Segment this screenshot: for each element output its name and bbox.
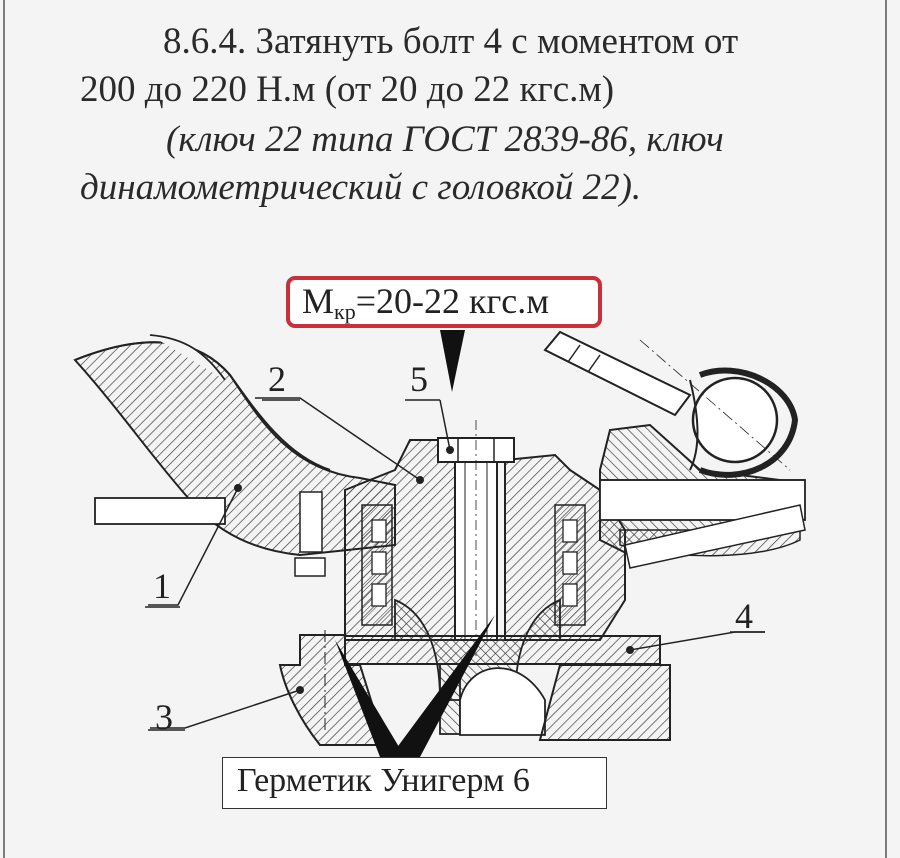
torque-symbol: М [302,281,335,321]
bolt-leader [439,399,451,451]
callout-1: 1 [153,566,171,606]
torque-label: Мкр=20-22 кгс.м [302,280,550,324]
instruction-torque-values: 200 до 220 Н.м (от 20 до 22 кгс.м) [80,69,615,110]
housing [344,439,626,641]
instruction-tool-note-1: (ключ 22 типа ГОСТ 2839-86, ключ [166,119,724,160]
leader-dots [234,446,634,694]
instruction-step-text: 8.6.4. Затянуть болт 4 с моментом от [163,21,739,62]
sealant-label: Герметик Унигерм 6 [237,762,530,799]
part-1-lever [73,334,396,577]
part-3-bracket [278,630,671,746]
callout-5: 5 [410,359,428,399]
sealant-pointer-left [335,640,405,757]
part-4-flange [344,635,661,736]
callout-4: 4 [735,596,753,636]
callout-2: 2 [268,359,286,399]
torque-highlight-box [286,276,602,328]
callout-underlines [145,399,765,731]
sealant-pointer-right [390,615,495,757]
instruction-tool-note-2: динамометрический с головкой 22). [80,167,642,208]
torque-pointer [440,330,465,392]
torque-subscript: кр [334,299,356,324]
right-rod [624,504,806,569]
part-5-bolt [437,420,515,660]
torque-value: =20-22 кгс.м [355,281,550,321]
callout-3: 3 [155,697,173,737]
sealant-box [222,757,607,809]
